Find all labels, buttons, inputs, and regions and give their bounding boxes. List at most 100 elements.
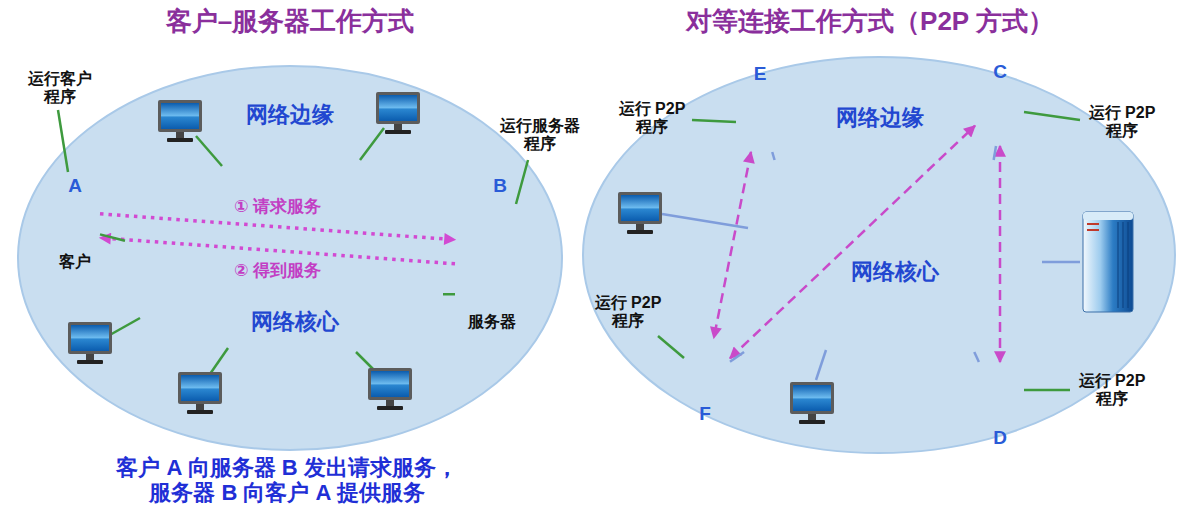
ellipse-outline: [580, 0, 1178, 460]
node-letter: E: [754, 63, 767, 85]
monitor-base: [187, 410, 213, 414]
caption: 客户 A 向服务器 B 发出请求服务， 服务器 B 向客户 A 提供服务: [111, 455, 463, 506]
monitor-base: [167, 138, 193, 142]
monitor-stand: [196, 404, 204, 410]
computer-icon: [368, 368, 412, 410]
monitor-frame: [376, 92, 420, 124]
panel-title: 对等连接工作方式（P2P 方式）: [686, 7, 1054, 37]
monitor-base: [385, 130, 411, 134]
text-holder: 运行 P2P 程序: [590, 294, 666, 331]
text-holder: 客户–服务器工作方式: [166, 7, 414, 37]
dashed-arrow: [714, 152, 751, 338]
monitor-stand: [386, 400, 394, 406]
callout-label: 运行 P2P 程序: [1084, 104, 1160, 141]
monitor-frame: [178, 372, 222, 404]
node-label: 服务器: [468, 313, 516, 331]
access-line: [662, 214, 748, 228]
node-label: 客户: [59, 253, 91, 271]
network-edge-panel: 网络核心 E C F D 对等连接工作方式（P2P 方式） 网络边缘: [580, 0, 1178, 460]
computer-icon: [376, 92, 420, 134]
node-letter: F: [699, 403, 711, 425]
callout-label: 运行 P2P 程序: [590, 294, 666, 331]
zone-label: 网络核心: [851, 259, 939, 284]
computer-icon: [158, 100, 202, 142]
edge-label: ② 得到服务: [234, 261, 321, 281]
computer-icon: [618, 192, 662, 234]
leader-line: [1024, 389, 1070, 392]
link-line: [772, 152, 774, 160]
dashed-arrow: [999, 146, 1002, 362]
text-holder: 运行服务器程序: [494, 117, 586, 154]
text-holder: 服务器: [468, 313, 516, 331]
monitor-stand: [176, 132, 184, 138]
network-edge-panel: 网络核心 A 客户 B 服务器 客户–服务器工作方式网络边缘: [10, 0, 570, 452]
monitor-stand: [808, 414, 816, 420]
text-holder: 对等连接工作方式（P2P 方式）: [686, 7, 1054, 37]
panel-title: 客户–服务器工作方式: [166, 7, 414, 37]
leader-line: [516, 160, 528, 204]
callout-label: 运行 P2P 程序: [1074, 372, 1150, 409]
text-holder: 网络边缘: [246, 102, 334, 127]
monitor-frame: [618, 192, 662, 224]
access-line: [210, 348, 228, 374]
server-light: [1087, 229, 1099, 231]
access-lines: [108, 128, 1080, 380]
server-body: [1083, 212, 1133, 312]
text-holder: ② 得到服务: [234, 261, 321, 281]
zone-label: 网络边缘: [836, 105, 924, 130]
access-line: [816, 350, 826, 380]
leader-line: [1024, 112, 1080, 120]
monitor-screen: [181, 375, 219, 401]
text-holder: B: [493, 175, 507, 197]
link-line: [994, 146, 996, 160]
access-line: [108, 318, 140, 336]
monitor-screen: [161, 103, 199, 129]
monitor-stand: [86, 354, 94, 360]
text-holder: A: [68, 175, 82, 197]
ellipse-outline: [10, 0, 570, 452]
server-top: [1083, 212, 1133, 220]
access-line: [196, 136, 222, 166]
server-stripe: [1122, 222, 1124, 308]
monitor-base: [77, 360, 103, 364]
node-letter: B: [493, 175, 507, 197]
computer-icon: [790, 382, 834, 424]
text-holder: D: [993, 427, 1007, 449]
monitor-screen: [621, 195, 659, 221]
computer-icon: [178, 372, 222, 414]
leader-line: [692, 120, 736, 122]
link-line: [443, 293, 455, 296]
leader-line: [58, 110, 68, 172]
monitor-screen: [793, 385, 831, 411]
edge-ellipse: [18, 66, 562, 450]
zone-label: 网络核心: [251, 309, 339, 334]
monitor-frame: [68, 322, 112, 354]
text-holder: E: [754, 63, 767, 85]
edge-ellipse: [583, 57, 1175, 453]
text-holder: 客户: [59, 253, 91, 271]
text-holder: 运行 P2P 程序: [1084, 104, 1160, 141]
monitor-frame: [368, 368, 412, 400]
monitor-frame: [790, 382, 834, 414]
monitor-base: [627, 230, 653, 234]
computer-icon: [68, 322, 112, 364]
link-line: [100, 234, 125, 240]
link-line: [974, 352, 979, 362]
callout-label: 运行客户程序: [24, 70, 96, 107]
monitor-base: [377, 406, 403, 410]
leader-line: [658, 336, 684, 358]
access-line: [356, 352, 376, 372]
access-line: [1042, 261, 1080, 264]
text-holder: C: [993, 61, 1007, 83]
node-letter: A: [68, 175, 82, 197]
server-icon: [1083, 212, 1133, 312]
access-line: [360, 128, 384, 160]
text-holder: 网络核心: [851, 259, 939, 284]
text-holder: 网络核心: [251, 309, 339, 334]
server-stripe: [1127, 222, 1129, 308]
callout-label: 运行 P2P 程序: [614, 100, 690, 137]
text-holder: 运行客户程序: [24, 70, 96, 107]
text-holder: 网络边缘: [836, 105, 924, 130]
